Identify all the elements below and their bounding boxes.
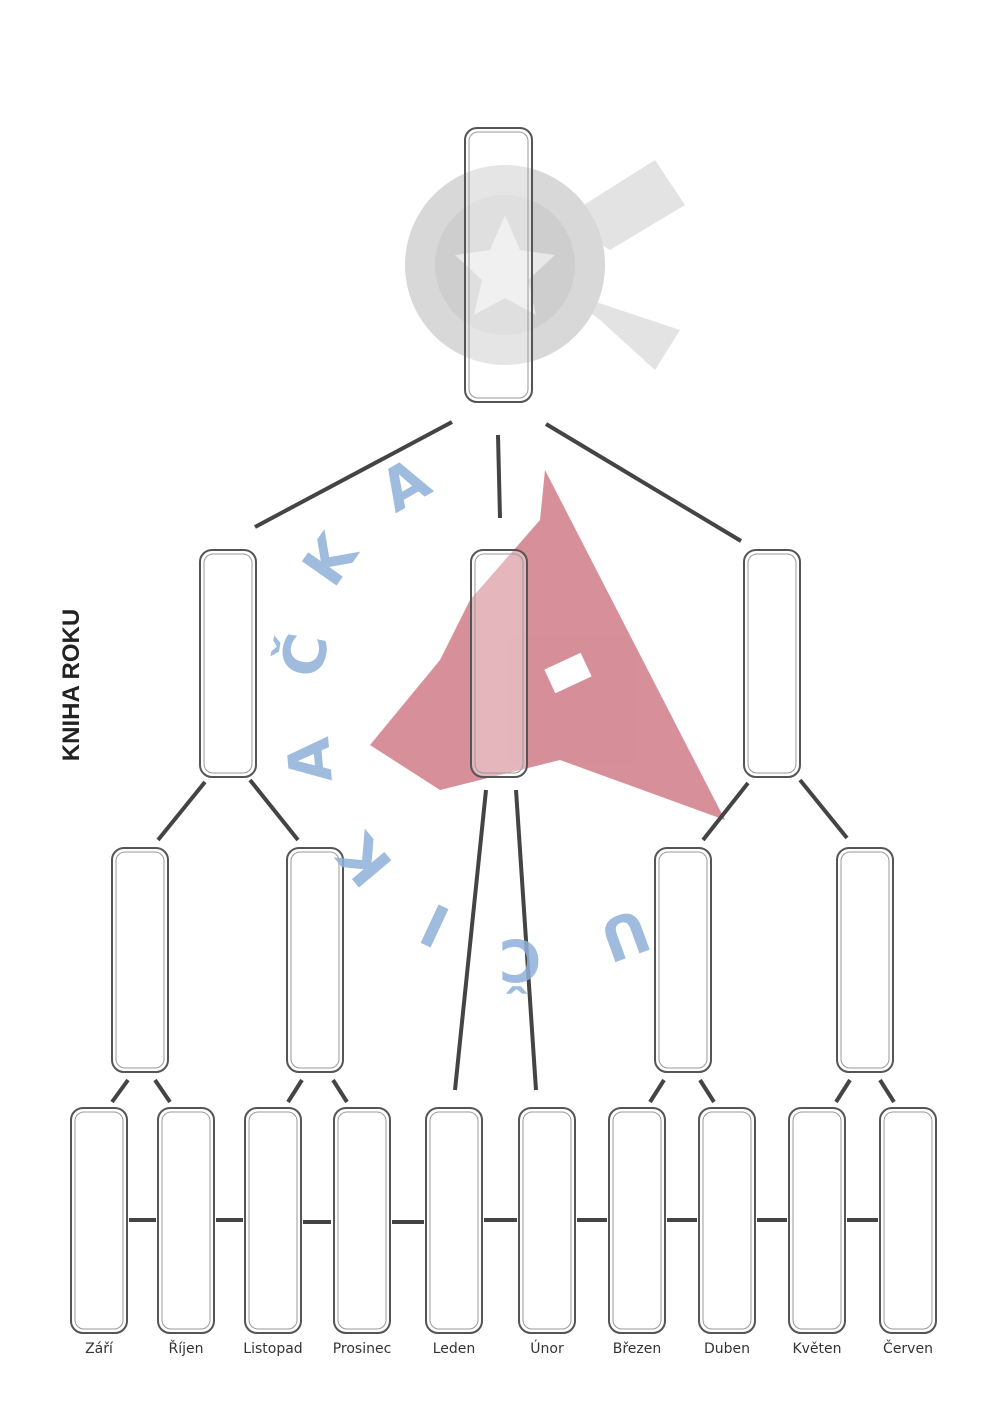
school-logo-icon xyxy=(370,470,725,820)
month-label: Září xyxy=(85,1341,113,1357)
bracket-slot xyxy=(199,549,257,778)
bracket-slot xyxy=(698,1107,756,1334)
bracket-slot-inner xyxy=(522,1111,572,1330)
month-label: Listopad xyxy=(243,1341,303,1357)
bracket-slot-inner xyxy=(840,851,890,1069)
bracket-slot xyxy=(425,1107,483,1334)
bracket-slot-inner xyxy=(468,131,529,399)
bracket-slot xyxy=(654,847,712,1073)
bracket-slot xyxy=(464,127,533,403)
connector-lines xyxy=(110,420,896,1224)
watermark-letter: A xyxy=(274,734,346,786)
bracket-slot xyxy=(70,1107,128,1334)
bracket-slot xyxy=(470,549,528,778)
bracket-slot xyxy=(518,1107,576,1334)
award-medal-icon xyxy=(405,160,685,370)
bracket-slot xyxy=(157,1107,215,1334)
bracket-slot-inner xyxy=(612,1111,662,1330)
month-label: Květen xyxy=(792,1341,842,1357)
month-label: Březen xyxy=(612,1341,662,1357)
bracket-slot xyxy=(111,847,169,1073)
bracket-slot xyxy=(333,1107,391,1334)
bracket-slot-inner xyxy=(290,851,340,1069)
bracket-slot xyxy=(836,847,894,1073)
bracket-slot-inner xyxy=(115,851,165,1069)
bracket-slot xyxy=(286,847,344,1073)
bracket-slot xyxy=(608,1107,666,1334)
month-label: Prosinec xyxy=(332,1341,392,1357)
bracket-slot-inner xyxy=(248,1111,298,1330)
bracket-slot xyxy=(743,549,801,778)
month-label: Duben xyxy=(703,1341,751,1357)
watermark-letter: Č xyxy=(498,926,542,994)
month-label: Leden xyxy=(432,1341,476,1357)
bracket-slot-inner xyxy=(74,1111,124,1330)
month-label: Únor xyxy=(530,1341,564,1357)
bracket-slot-inner xyxy=(429,1111,479,1330)
bracket-slot xyxy=(244,1107,302,1334)
bracket-slots xyxy=(70,127,937,1334)
bracket-slot xyxy=(879,1107,937,1334)
bracket-slot-inner xyxy=(658,851,708,1069)
bracket-slot-inner xyxy=(702,1111,752,1330)
bracket-slot-inner xyxy=(161,1111,211,1330)
bracket-slot-inner xyxy=(883,1111,933,1330)
bracket-slot-inner xyxy=(792,1111,842,1330)
bracket-slot-inner xyxy=(747,553,797,774)
bracket-slot-inner xyxy=(203,553,253,774)
bracket-slot-inner xyxy=(337,1111,387,1330)
bracket-slot-inner xyxy=(474,553,524,774)
page-title: KNIHA ROKU xyxy=(58,608,85,762)
bracket-slot xyxy=(788,1107,846,1334)
month-label: Červen xyxy=(883,1341,933,1357)
month-label: Říjen xyxy=(168,1341,204,1357)
